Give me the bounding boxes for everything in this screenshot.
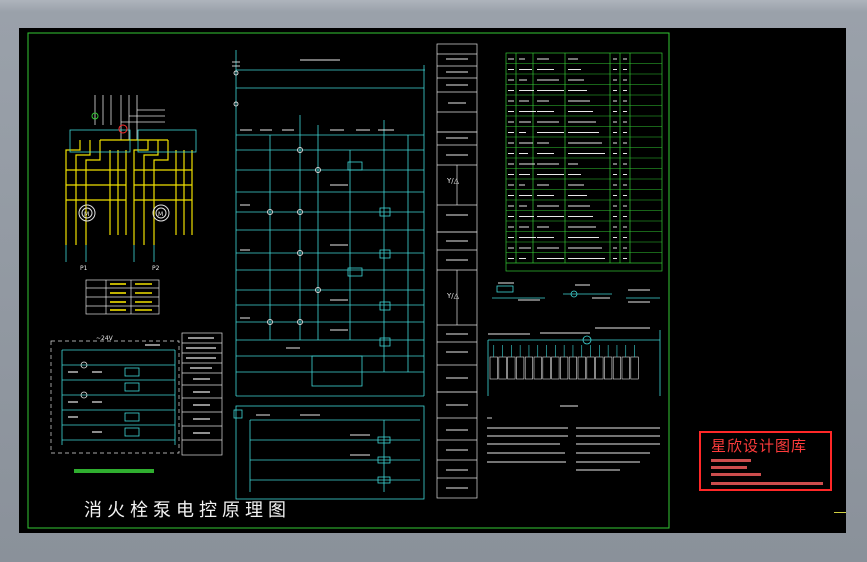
page-number-mark bbox=[834, 512, 846, 517]
control-24v-box bbox=[50, 340, 180, 454]
terminal bbox=[621, 356, 630, 380]
watermark-line bbox=[711, 482, 823, 485]
star-delta-label-2: Y/△ bbox=[446, 292, 460, 300]
control-24v-text bbox=[68, 344, 160, 433]
terminal bbox=[612, 356, 622, 380]
signal-circuit-text bbox=[488, 282, 650, 335]
pump-info-table bbox=[85, 279, 160, 315]
watermark-line bbox=[711, 459, 751, 462]
pump-label-1: P1 bbox=[80, 265, 88, 272]
drawing-title: 消火栓泵电控原理图 bbox=[84, 500, 291, 521]
device-list-table bbox=[505, 52, 663, 272]
signal-circuits bbox=[487, 285, 661, 396]
motor-label-2: M bbox=[158, 211, 163, 218]
watermark-line bbox=[711, 473, 761, 476]
watermark-stamp: 星欣设计图库 bbox=[699, 431, 832, 491]
control-24v-circuit bbox=[61, 349, 176, 445]
terminal bbox=[577, 356, 586, 380]
terminal bbox=[542, 356, 551, 380]
motor-m1 bbox=[78, 204, 96, 222]
terminal bbox=[489, 356, 498, 380]
device-list-rows bbox=[506, 63, 662, 253]
watermark-line bbox=[711, 466, 747, 469]
terminal bbox=[507, 356, 516, 380]
legend-table-left-text bbox=[186, 337, 216, 434]
drawing-frame bbox=[27, 32, 670, 529]
terminal bbox=[524, 356, 534, 380]
description-column-text bbox=[446, 58, 468, 489]
star-delta-label-1: Y/△ bbox=[446, 177, 460, 185]
terminal bbox=[516, 356, 525, 380]
cyan-connections bbox=[65, 129, 197, 262]
terminal bbox=[604, 356, 613, 380]
device-list-text bbox=[508, 58, 627, 259]
power-label: ~24V bbox=[96, 335, 114, 342]
legend-table-left bbox=[181, 332, 223, 456]
main-power-circuit bbox=[94, 95, 165, 140]
motor-m2 bbox=[152, 204, 170, 222]
control-ladder bbox=[233, 50, 425, 500]
terminal bbox=[551, 356, 560, 380]
terminal bbox=[533, 356, 542, 380]
terminal bbox=[498, 356, 507, 380]
watermark-brand: 星欣设计图库 bbox=[711, 437, 808, 455]
notes-block bbox=[487, 405, 660, 471]
motor-symbols bbox=[78, 112, 170, 222]
terminal-strip bbox=[489, 345, 639, 380]
pump-info-text bbox=[110, 283, 152, 311]
pump-branches bbox=[65, 139, 193, 245]
terminal bbox=[630, 356, 639, 380]
pump-label-2: P2 bbox=[152, 265, 160, 272]
terminal bbox=[560, 356, 569, 380]
terminal bbox=[568, 356, 578, 380]
description-columns bbox=[436, 43, 478, 499]
drawing-sheet bbox=[19, 28, 846, 533]
ladder-contacts bbox=[232, 61, 321, 325]
ladder-labels bbox=[240, 59, 394, 456]
terminal bbox=[586, 356, 595, 380]
terminal bbox=[595, 356, 604, 380]
green-note bbox=[74, 469, 154, 473]
motor-label-1: M bbox=[84, 211, 89, 218]
